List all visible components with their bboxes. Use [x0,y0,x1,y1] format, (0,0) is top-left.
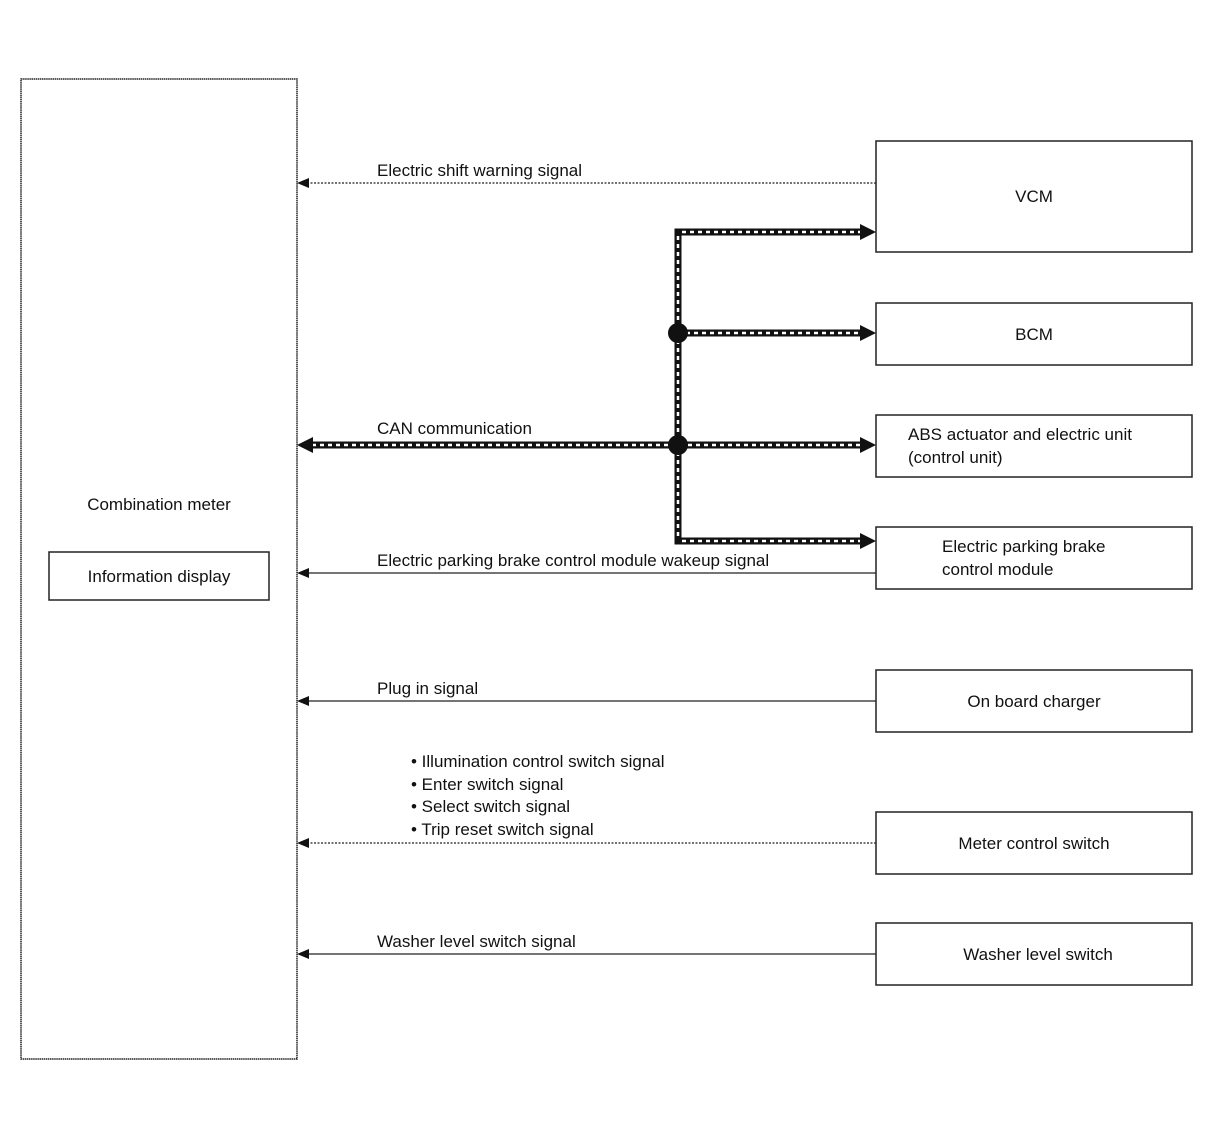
arrow-left-icon [297,696,309,706]
washer-level-label: Washer level switch signal [377,932,576,951]
arrow-left-icon [297,568,309,578]
epb-label-line-1: Electric parking brake [942,537,1105,556]
arrow-right-icon [860,224,876,240]
can-label: CAN communication [377,419,532,438]
epb-wakeup-label: Electric parking brake control module wa… [377,551,769,570]
combination-meter-label: Combination meter [87,495,231,514]
can-bus: CAN communication [297,224,876,549]
abs-label-line-1: ABS actuator and electric unit [908,425,1132,444]
junction-dot [668,323,688,343]
arrow-left-icon [297,949,309,959]
plug-in-signal: Plug in signal [297,679,876,706]
meter-switch-block: Meter control switch [875,811,1193,875]
arrow-left-icon [297,178,309,188]
washer-switch-block: Washer level switch [875,922,1193,986]
abs-label-line-2: (control unit) [908,448,1002,467]
bcm-label: BCM [1015,325,1053,344]
shift-warning-label: Electric shift warning signal [377,161,582,180]
trip-reset-signal-label: • Trip reset switch signal [411,820,594,839]
arrow-right-icon [860,325,876,341]
washer-level-signal: Washer level switch signal [297,932,876,959]
epb-wakeup-signal: Electric parking brake control module wa… [297,551,876,578]
arrow-left-icon [297,437,313,453]
illumination-signal-label: • Illumination control switch signal [411,752,665,771]
abs-block: ABS actuator and electric unit (control … [875,414,1193,478]
epb-block: Electric parking brake control module [875,526,1193,590]
bcm-block: BCM [875,302,1193,366]
vcm-label: VCM [1015,187,1053,206]
charger-block: On board charger [875,669,1193,733]
arrow-right-icon [860,533,876,549]
plug-in-label: Plug in signal [377,679,478,698]
vcm-block: VCM [875,140,1193,253]
charger-label: On board charger [967,692,1101,711]
enter-signal-label: • Enter switch signal [411,775,563,794]
meter-switch-label: Meter control switch [958,834,1109,853]
washer-switch-label: Washer level switch [963,945,1113,964]
meter-switch-signal: • Illumination control switch signal • E… [297,752,876,848]
select-signal-label: • Select switch signal [411,797,570,816]
epb-label-line-2: control module [942,560,1054,579]
information-display-box [48,551,270,601]
information-display-label: Information display [88,567,231,586]
shift-warning-signal: Electric shift warning signal [297,161,876,188]
junction-dot [668,435,688,455]
arrow-left-icon [297,838,309,848]
combination-meter-block: Combination meter Information display [20,78,298,1060]
arrow-right-icon [860,437,876,453]
